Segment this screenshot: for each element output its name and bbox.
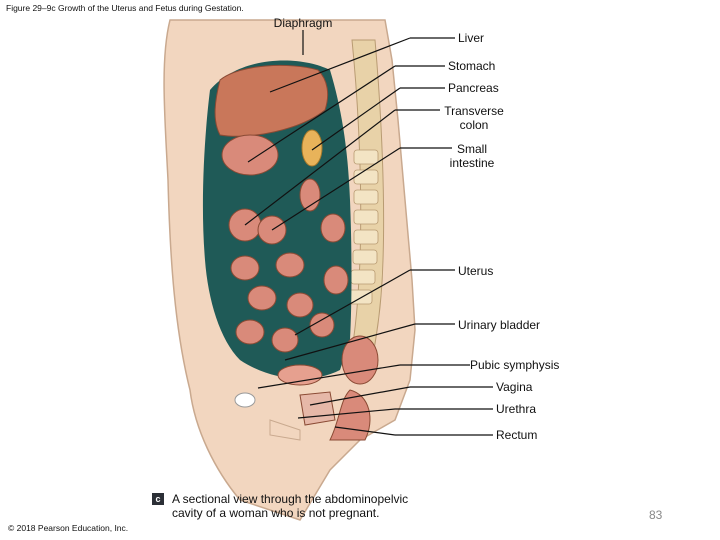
label-small-intestine: Small intestine [450,142,495,170]
label-urethra: Urethra [496,402,537,416]
vagina [299,391,336,426]
caption-line-2: cavity of a woman who is not pregnant. [172,506,380,520]
panel-letter-badge: c [152,493,164,505]
urinary-bladder [277,364,323,386]
label-vagina: Vagina [496,380,533,394]
label-stomach: Stomach [448,59,496,73]
vertebrae [347,149,379,305]
label-small-intestine-line1: Small [456,142,488,156]
label-diaphragm: Diaphragm [273,16,333,30]
liver [214,64,329,137]
stomach [221,134,279,176]
page-number: 83 [649,508,663,522]
uterus [341,335,379,385]
label-transverse-colon-line1: Transverse [444,104,504,118]
intestine-loops [228,178,349,353]
label-pancreas: Pancreas [448,81,499,95]
pancreas [301,129,323,167]
caption-line-1: A sectional view through the abdominopel… [172,492,409,506]
copyright-notice: © 2018 Pearson Education, Inc. [8,523,129,533]
label-transverse-colon: Transverse colon [444,104,504,132]
label-liver: Liver [458,31,485,45]
label-transverse-colon-line2: colon [459,118,489,132]
label-pubic-symphysis: Pubic symphysis [470,358,560,372]
leader-lines [244,30,493,436]
pubic-symphysis [234,392,256,408]
label-small-intestine-line2: intestine [449,156,495,170]
label-urinary-bladder: Urinary bladder [458,318,541,332]
figure-caption: A sectional view through the abdominopel… [172,492,472,520]
figure-title: Figure 29–9c Growth of the Uterus and Fe… [6,3,244,13]
label-rectum: Rectum [496,428,538,442]
pelvic-floor [269,419,301,441]
label-uterus: Uterus [458,264,494,278]
